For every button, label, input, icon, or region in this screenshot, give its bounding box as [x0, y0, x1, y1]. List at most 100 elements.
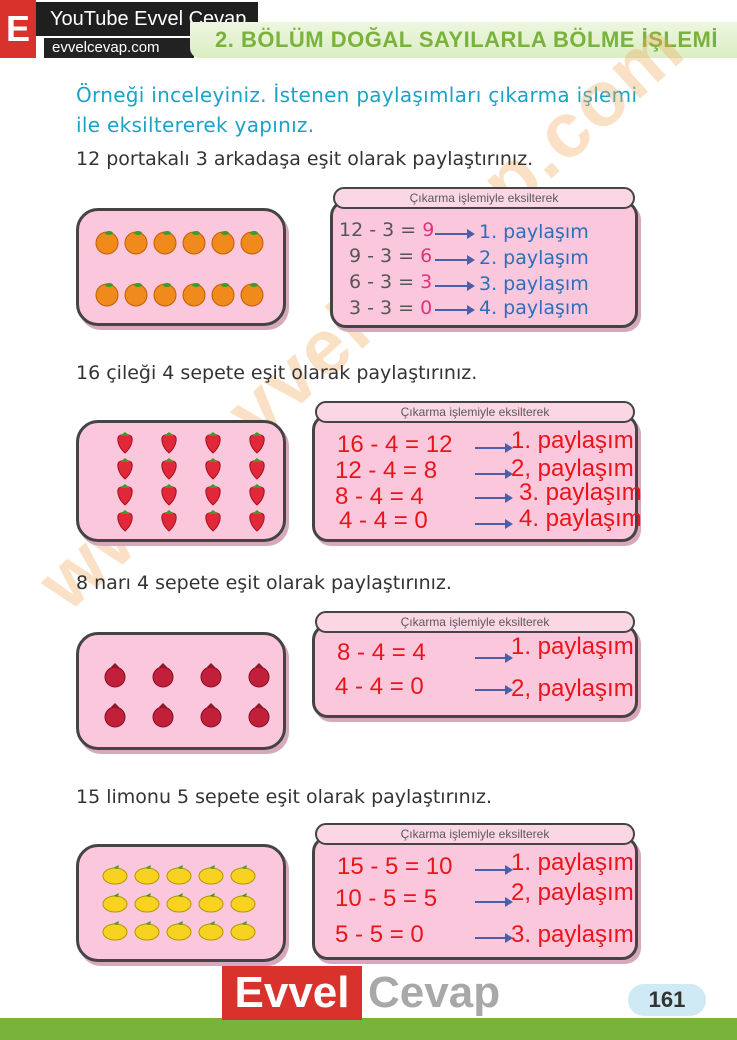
- footer-logo-evvel: Evvel: [222, 966, 362, 1020]
- lemon-icon: [195, 917, 227, 945]
- minuend: 8: [335, 483, 349, 510]
- lemon-icon: [163, 861, 195, 889]
- arrow-icon: [475, 493, 513, 503]
- answer-header-3: Çıkarma işlemiyle eksilterek: [315, 611, 635, 633]
- arrow-icon: [475, 443, 513, 453]
- strawberry-icon: [191, 481, 235, 507]
- result: 0: [410, 673, 424, 700]
- chapter-band: [190, 22, 737, 58]
- handwritten-equation: 4 - 4 = 0: [339, 507, 428, 534]
- equation-row: 12 - 3 = 9: [339, 219, 435, 241]
- brand-logo-letter: E: [0, 0, 36, 58]
- strawberry-icon: [103, 507, 147, 533]
- lemon-icon: [99, 861, 131, 889]
- strawberry-icon: [235, 507, 279, 533]
- lemon-icon: [131, 861, 163, 889]
- subtrahend: 4: [371, 639, 386, 666]
- arrow-icon: [435, 255, 475, 265]
- result: 8: [423, 457, 438, 484]
- lemon-icon: [227, 861, 259, 889]
- minuend: 8: [337, 639, 351, 666]
- minuend: 4: [335, 673, 349, 700]
- subtrahend: 3: [380, 297, 393, 319]
- share-label: 4. paylaşım: [479, 297, 589, 319]
- strawberry-icon: [103, 429, 147, 455]
- subtrahend: 5: [369, 921, 384, 948]
- chapter-title: 2. BÖLÜM DOĞAL SAYILARLA BÖLME İŞLEMİ: [215, 27, 718, 52]
- subtrahend: 5: [383, 885, 397, 912]
- handwritten-equation: 4 - 4 = 0: [335, 673, 424, 700]
- pomegranate-icon: [139, 655, 187, 695]
- handwritten-equation: 16 - 4 = 12: [337, 431, 453, 458]
- pomegranate-icon: [235, 655, 283, 695]
- brand-url: evvelcevap.com: [44, 38, 194, 58]
- share-label: 1. paylaşım: [511, 427, 634, 454]
- orange-icon: [180, 229, 208, 255]
- arrow-icon: [475, 685, 513, 695]
- answer-box-3: Çıkarma işlemiyle eksilterek 8 - 4 = 4 1…: [312, 611, 638, 718]
- minuend: 16: [337, 431, 364, 458]
- lemon-icon: [163, 889, 195, 917]
- fruit-box-3: [76, 632, 286, 750]
- minuend: 9: [349, 245, 362, 267]
- orange-icon: [238, 229, 266, 255]
- subtrahend: 3: [380, 245, 393, 267]
- result: 4: [412, 639, 426, 666]
- strawberry-icon: [191, 507, 235, 533]
- arrow-icon: [475, 469, 513, 479]
- lemon-icon: [131, 917, 163, 945]
- strawberry-icon: [147, 481, 191, 507]
- handwritten-equation: 15 - 5 = 10: [337, 853, 453, 880]
- handwritten-equation: 5 - 5 = 0: [335, 921, 424, 948]
- pomegranate-icon: [235, 695, 283, 735]
- equation-row: 3 - 3 = 0: [349, 297, 433, 319]
- orange-icon: [151, 281, 179, 307]
- task-3: 8 narı 4 sepete eşit olarak paylaştırını…: [76, 572, 452, 594]
- page-number: 161: [628, 984, 706, 1016]
- pomegranate-icon: [139, 695, 187, 735]
- orange-icon: [209, 281, 237, 307]
- arrow-icon: [475, 865, 513, 875]
- lemon-icon: [163, 917, 195, 945]
- fruit-box-1: [76, 208, 286, 326]
- result: 6: [420, 245, 433, 267]
- subtrahend: 4: [373, 507, 388, 534]
- result: 3: [420, 271, 433, 293]
- share-label: 2, paylaşım: [511, 455, 634, 482]
- share-label: 1. paylaşım: [479, 221, 589, 243]
- strawberry-icon: [103, 481, 147, 507]
- strawberry-icon: [235, 455, 279, 481]
- task-1: 12 portakalı 3 arkadaşa eşit olarak payl…: [76, 148, 534, 170]
- result: 0: [414, 507, 428, 534]
- arrow-icon: [475, 653, 513, 663]
- minuend: 12: [335, 457, 362, 484]
- orange-icon: [93, 281, 121, 307]
- lemon-icon: [99, 917, 131, 945]
- subtrahend: 3: [382, 219, 395, 241]
- answer-box-1: Çıkarma işlemiyle eksilterek 12 - 3 = 9 …: [330, 187, 638, 328]
- arrow-icon: [435, 281, 475, 291]
- orange-icon: [93, 229, 121, 255]
- handwritten-equation: 8 - 4 = 4: [337, 639, 426, 666]
- lemon-icon: [227, 889, 259, 917]
- answer-box-4: Çıkarma işlemiyle eksilterek 15 - 5 = 10…: [312, 823, 638, 960]
- orange-icon: [151, 229, 179, 255]
- fruit-box-2: [76, 420, 286, 542]
- handwritten-equation: 12 - 4 = 8: [335, 457, 438, 484]
- result: 9: [422, 219, 435, 241]
- orange-icon: [209, 229, 237, 255]
- strawberry-icon: [147, 429, 191, 455]
- share-label: 1. paylaşım: [511, 849, 634, 876]
- arrow-icon: [475, 519, 513, 529]
- strawberry-icon: [235, 429, 279, 455]
- footer-bar: [0, 1018, 737, 1040]
- minuend: 12: [339, 219, 364, 241]
- orange-icon: [180, 281, 208, 307]
- lemon-icon: [99, 889, 131, 917]
- pomegranate-icon: [187, 695, 235, 735]
- strawberry-icon: [147, 455, 191, 481]
- pomegranate-icon: [91, 655, 139, 695]
- lemon-icon: [131, 889, 163, 917]
- minuend: 15: [337, 853, 364, 880]
- handwritten-equation: 10 - 5 = 5: [335, 885, 438, 912]
